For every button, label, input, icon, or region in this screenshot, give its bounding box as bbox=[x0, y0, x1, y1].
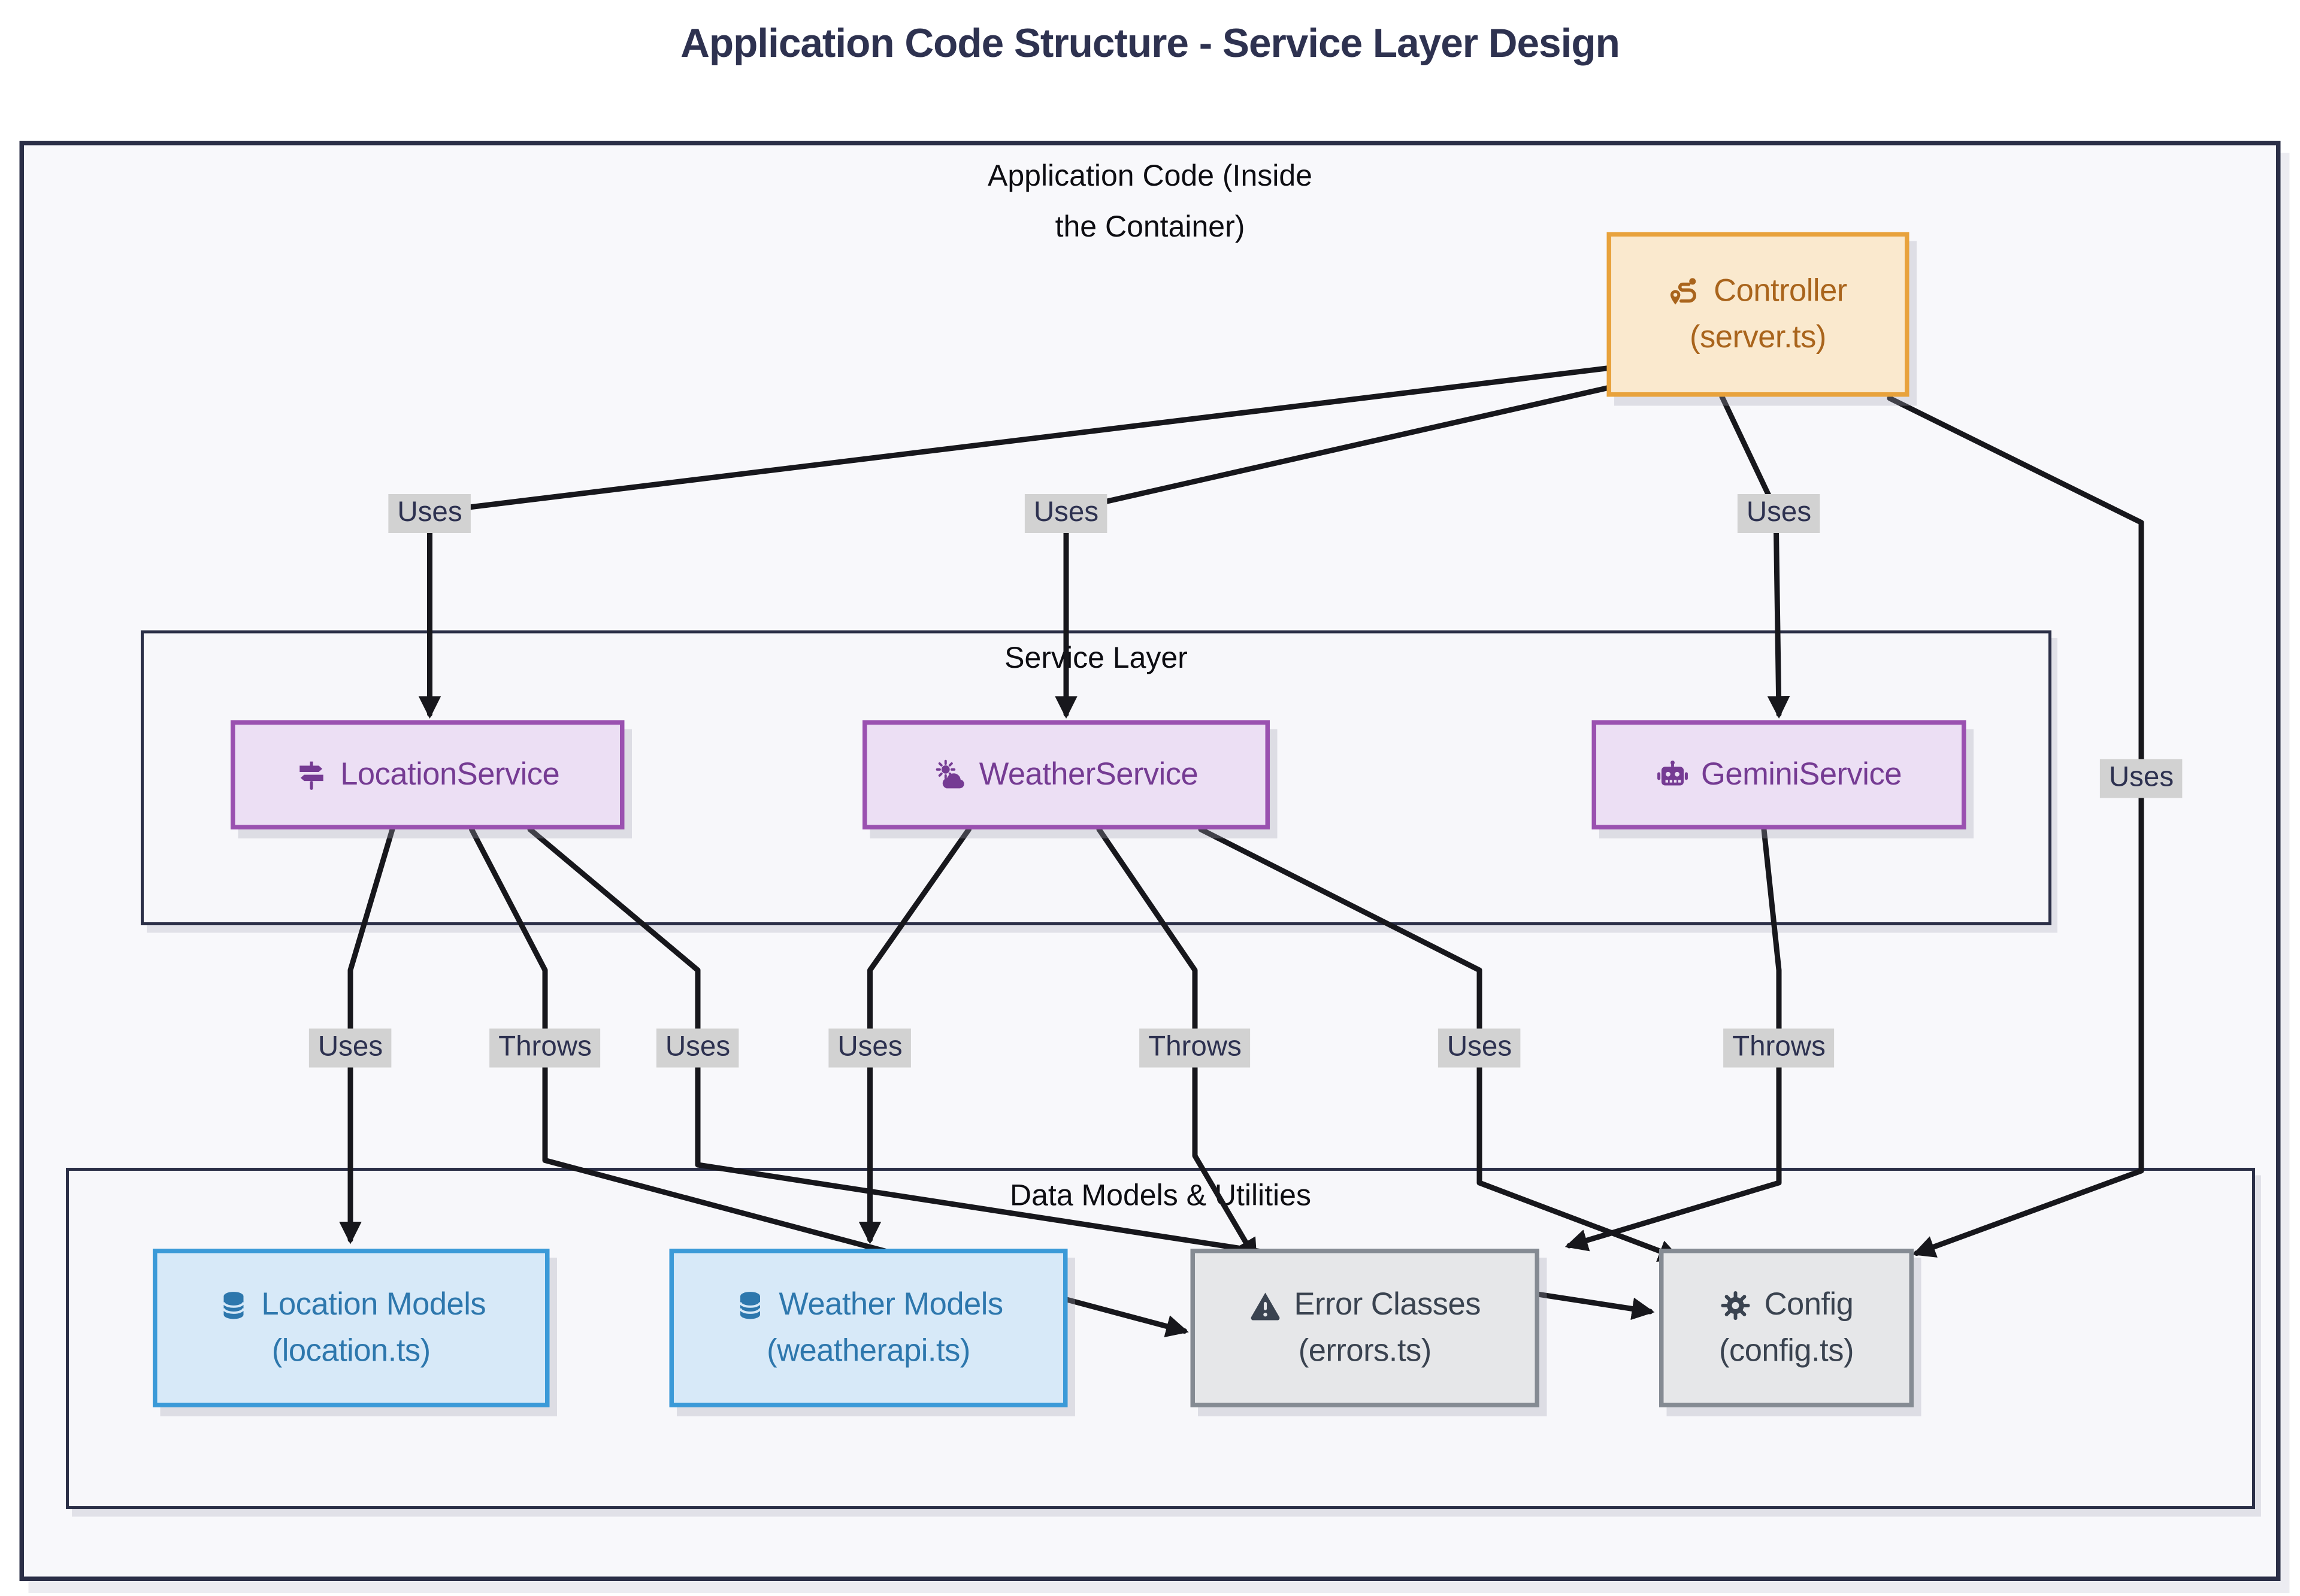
node-error-classes-line1: Error Classes bbox=[1294, 1286, 1481, 1322]
node-weather-models: Weather Models (weatherapi.ts) bbox=[669, 1249, 1068, 1407]
edge-controller-config bbox=[1887, 395, 2144, 1258]
warning-icon bbox=[1249, 1288, 1282, 1321]
node-weather-service: WeatherService bbox=[862, 720, 1270, 829]
node-location-models-line2: (location.ts) bbox=[271, 1333, 431, 1368]
edge-label-weather-models: Uses bbox=[828, 1028, 912, 1068]
edge-weather-config bbox=[1198, 826, 1682, 1262]
edge-label-controller-weather: Uses bbox=[1024, 494, 1108, 533]
node-error-classes: Error Classes (errors.ts) bbox=[1190, 1249, 1539, 1407]
edge-controller-gemini bbox=[1719, 394, 1790, 719]
node-location-models: Location Models (location.ts) bbox=[153, 1249, 550, 1407]
edge-controller-location bbox=[418, 365, 1609, 719]
route-icon bbox=[1669, 275, 1702, 308]
node-weather-models-line2: (weatherapi.ts) bbox=[767, 1333, 970, 1368]
edge-location-config bbox=[527, 826, 1655, 1321]
edge-weather-models bbox=[858, 826, 972, 1244]
edge-label-controller-config: Uses bbox=[2099, 759, 2183, 798]
edge-label-location-models: Uses bbox=[308, 1028, 392, 1068]
data-models-label: Data Models & Utilities bbox=[1010, 1180, 1311, 1213]
database-icon bbox=[734, 1288, 767, 1321]
edge-label-location-config: Uses bbox=[656, 1028, 740, 1068]
node-controller-line2: (server.ts) bbox=[1690, 319, 1826, 355]
app-code-label-line2: the Container) bbox=[1055, 211, 1245, 244]
edge-controller-weather bbox=[1055, 385, 1611, 719]
node-gemini-service: GeminiService bbox=[1591, 720, 1966, 829]
node-config: Config (config.ts) bbox=[1659, 1249, 1914, 1407]
app-code-label-line1: Application Code (Inside bbox=[987, 160, 1312, 193]
signpost-icon bbox=[295, 758, 328, 791]
app-code-label: Application Code (Inside the Container) bbox=[24, 152, 2276, 253]
node-weather-models-line1: Weather Models bbox=[779, 1286, 1003, 1322]
edge-location-models bbox=[339, 826, 395, 1244]
node-error-classes-line2: (errors.ts) bbox=[1298, 1333, 1432, 1368]
node-weather-service-label: WeatherService bbox=[979, 756, 1199, 792]
edge-label-location-errors: Throws bbox=[489, 1028, 601, 1068]
node-controller: Controller (server.ts) bbox=[1606, 232, 1909, 397]
edge-gemini-errors bbox=[1564, 826, 1782, 1252]
robot-icon bbox=[1656, 758, 1689, 791]
service-layer-label: Service Layer bbox=[1004, 642, 1188, 676]
node-location-service: LocationService bbox=[231, 720, 625, 829]
edge-label-controller-gemini: Uses bbox=[1737, 494, 1821, 533]
node-location-models-line1: Location Models bbox=[261, 1286, 486, 1322]
node-gemini-service-label: GeminiService bbox=[1701, 756, 1902, 792]
cloud-sun-icon bbox=[934, 758, 967, 791]
database-icon bbox=[216, 1288, 249, 1321]
node-controller-line1: Controller bbox=[1714, 273, 1847, 308]
node-location-service-label: LocationService bbox=[340, 756, 560, 792]
node-config-line2: (config.ts) bbox=[1719, 1333, 1854, 1368]
edge-label-controller-location: Uses bbox=[388, 494, 471, 533]
diagram-title: Application Code Structure - Service Lay… bbox=[680, 21, 1620, 66]
edge-label-weather-config: Uses bbox=[1438, 1028, 1521, 1068]
edge-label-weather-errors: Throws bbox=[1139, 1028, 1251, 1068]
gear-icon bbox=[1720, 1288, 1753, 1321]
edge-label-gemini-errors: Throws bbox=[1723, 1028, 1835, 1068]
node-config-line1: Config bbox=[1764, 1286, 1854, 1322]
